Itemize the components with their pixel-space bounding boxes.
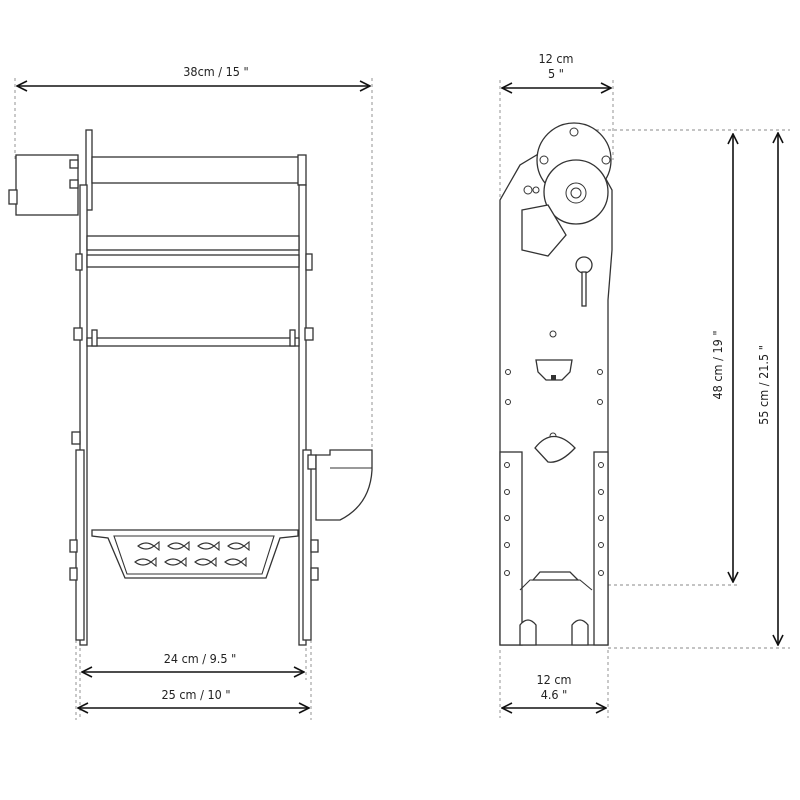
left-rail [79, 184, 88, 646]
side-panel-holes [505, 330, 603, 440]
side-view: 12 cm 5 " [499, 51, 790, 718]
panel-bolt-2 [532, 186, 540, 194]
label-side-top-width-1: 12 cm [538, 51, 573, 66]
label-side-bottom-width-1: 12 cm [536, 672, 571, 687]
side-tray-lip [531, 571, 580, 581]
tray [91, 529, 299, 579]
label-outer-width: 25 cm / 10 " [162, 687, 231, 702]
foot-slot-right [571, 619, 589, 646]
motor-housing [15, 154, 79, 216]
motor-bolt-top [69, 159, 79, 169]
top-roller-cap [297, 154, 307, 186]
bolt-left-mid [75, 253, 83, 271]
hopper-slot-pin [551, 375, 556, 380]
bolt-left-low [71, 431, 81, 445]
side-leg-holes [504, 462, 604, 576]
motor-bolt-bottom [69, 179, 79, 189]
bracket-right [289, 329, 296, 347]
reel-bolt-2 [601, 155, 611, 165]
reel-bolt-1 [539, 155, 549, 165]
cross-bar [86, 337, 300, 347]
diamond-cutout [521, 204, 567, 257]
right-leg [302, 449, 312, 641]
panel-bolt-1 [523, 185, 533, 195]
bolt-right-mid [305, 253, 313, 271]
label-total-height: 55 cm / 21.5 " [756, 345, 771, 425]
bracket-left [91, 329, 98, 347]
middle-roller [86, 235, 300, 251]
outlet-spout [315, 449, 373, 521]
bolt-right-cross [304, 327, 314, 341]
foot-slot-left [519, 619, 537, 646]
tray-inner [113, 535, 275, 575]
label-inner-width: 24 cm / 9.5 " [164, 651, 237, 666]
side-tray-base [519, 579, 593, 591]
right-rail [298, 184, 307, 646]
side-leg-left [499, 451, 523, 646]
label-side-top-width-2: 5 " [548, 66, 564, 81]
reel-bolt-3 [569, 127, 579, 137]
label-side-bottom-width-2: 4.6 " [541, 687, 568, 702]
side-leg-right [593, 451, 609, 646]
hopper-slot [535, 359, 573, 381]
bolt-right-low [307, 454, 317, 470]
lower-oval-cutout [534, 435, 576, 463]
bolt-right-tray [310, 539, 319, 553]
bolt-right-base [310, 567, 319, 581]
label-inner-height: 48 cm / 19 " [710, 331, 725, 400]
label-overall-width: 38cm / 15 " [183, 64, 248, 79]
top-roller [91, 156, 303, 184]
tray-fish-cutouts [134, 540, 250, 568]
reel-hub-inner [570, 187, 582, 199]
front-view: 38cm / 15 " [8, 64, 373, 720]
lever-arm [581, 271, 587, 307]
bolt-left-cross [73, 327, 83, 341]
middle-roller-lower [86, 254, 300, 268]
lever-knob [575, 256, 593, 274]
motor-cap [8, 189, 18, 205]
bolt-left-tray [69, 539, 78, 553]
bolt-left-base [69, 567, 78, 581]
